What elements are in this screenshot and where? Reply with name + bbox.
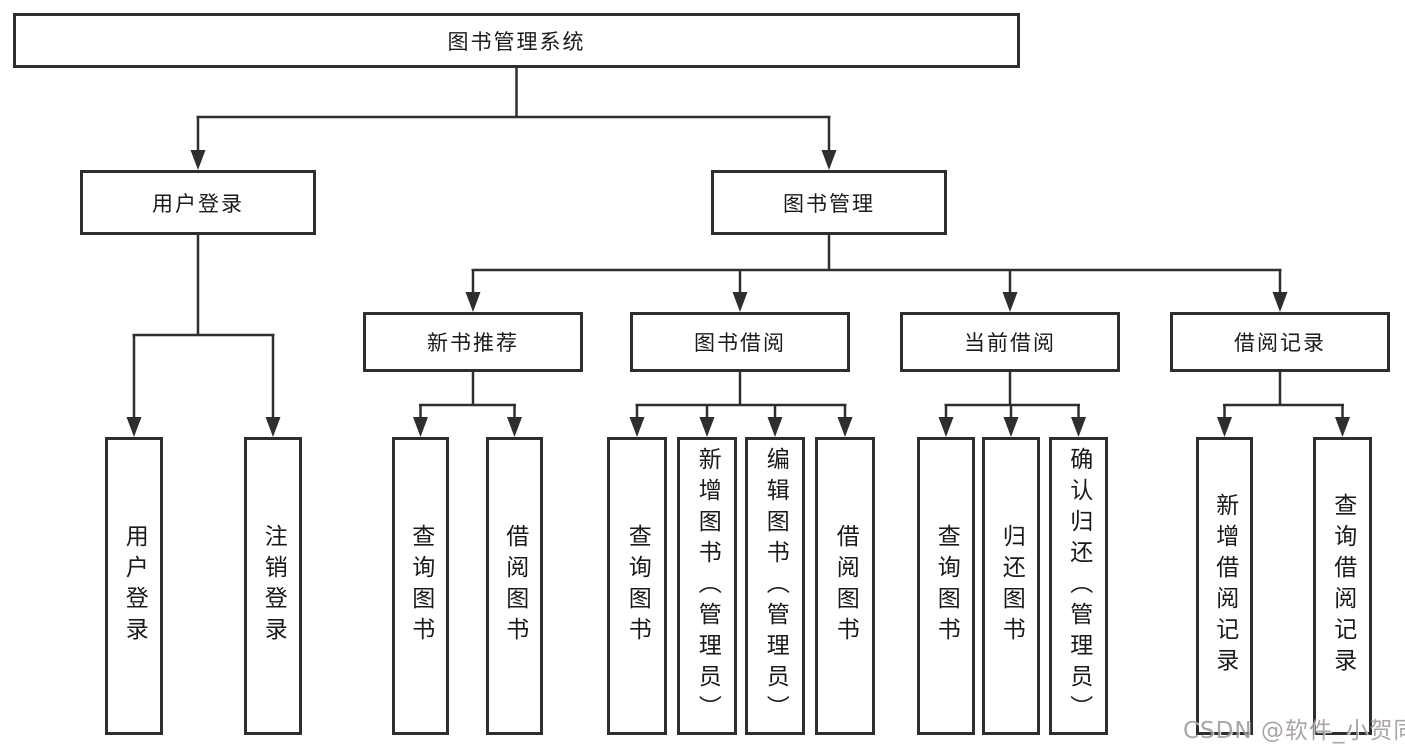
leaf-confirm-return-admin: 确认归还（管理员）: [1049, 437, 1108, 735]
node-book-management: 图书管理: [711, 170, 947, 235]
leaf-add-book-admin: 新增图书（管理员）: [677, 437, 737, 735]
leaf-logout: 注销登录: [244, 437, 302, 735]
leaf-query-book-1: 查询图书: [392, 437, 449, 735]
csdn-watermark: CSDN @软件_小贺同学: [1183, 718, 1405, 744]
node-label: 归还图书: [998, 524, 1025, 648]
leaf-query-book-2: 查询图书: [607, 437, 667, 735]
leaf-return-book: 归还图书: [982, 437, 1040, 735]
node-label: 用户登录: [121, 524, 148, 648]
leaf-edit-book-admin: 编辑图书（管理员）: [745, 437, 805, 735]
node-label: 确认归还（管理员）: [1065, 446, 1092, 726]
node-label: 用户登录: [152, 191, 244, 216]
node-user-login: 用户登录: [80, 170, 316, 235]
node-label: 新增借阅记录: [1211, 493, 1238, 679]
leaf-borrow-book-1: 借阅图书: [486, 437, 543, 735]
node-current-borrow: 当前借阅: [900, 312, 1120, 372]
leaf-borrow-book-2: 借阅图书: [815, 437, 875, 735]
node-label: 新书推荐: [427, 331, 519, 355]
node-label: 编辑图书（管理员）: [762, 446, 789, 726]
node-label: 图书借阅: [694, 331, 786, 355]
node-label: 查询图书: [933, 524, 960, 648]
node-borrow-records: 借阅记录: [1170, 312, 1390, 372]
node-label: 借阅图书: [832, 524, 859, 648]
node-label: 查询图书: [624, 524, 651, 648]
node-label: 查询图书: [407, 524, 434, 648]
node-label: 新增图书（管理员）: [694, 446, 721, 726]
node-label: 图书管理系统: [447, 29, 586, 54]
node-label: 注销登录: [260, 524, 287, 648]
node-label: 查询借阅记录: [1329, 493, 1356, 679]
node-root-library-system: 图书管理系统: [13, 13, 1020, 68]
leaf-query-borrow-record: 查询借阅记录: [1313, 437, 1372, 735]
leaf-add-borrow-record: 新增借阅记录: [1196, 437, 1253, 735]
node-label: 借阅记录: [1234, 331, 1326, 355]
node-book-borrow: 图书借阅: [630, 312, 850, 372]
leaf-query-book-3: 查询图书: [917, 437, 975, 735]
node-label: 借阅图书: [501, 524, 528, 648]
node-label: 图书管理: [783, 191, 875, 216]
node-new-book-recommend: 新书推荐: [363, 312, 583, 372]
node-label: 当前借阅: [964, 331, 1056, 355]
leaf-user-login: 用户登录: [105, 437, 163, 735]
